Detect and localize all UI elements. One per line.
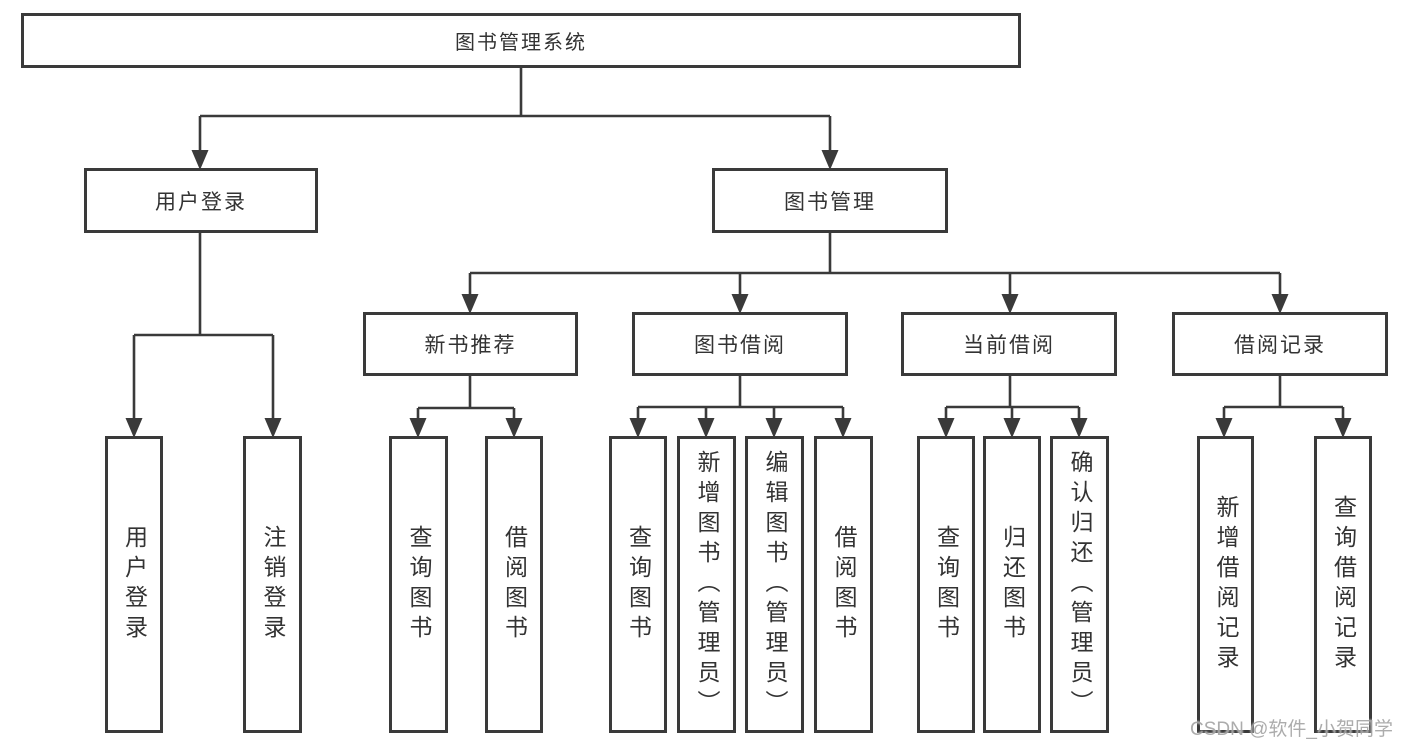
leaf-user-login: 用户登录 [105,436,163,733]
connector-line [1222,374,1345,420]
leaf-borrow-books-1: 借阅图书 [485,436,543,733]
connector-book-management [461,231,1289,314]
node-current-borrow: 当前借阅 [901,312,1117,376]
connector-line [198,66,832,152]
connector-new-book [409,374,523,438]
arrowhead [1215,418,1352,438]
leaf-label: 查询图书 [625,524,652,645]
node-user-login: 用户登录 [84,168,318,233]
node-label: 图书借阅 [694,334,786,357]
leaf-query-borrow-record: 查询借阅记录 [1314,436,1372,733]
leaf-label: 用户登录 [121,524,148,645]
connector-root [191,66,839,170]
node-label: 新书推荐 [424,334,517,357]
connector-line [132,231,275,420]
leaf-label: 借阅图书 [501,524,528,645]
node-library-management-system: 图书管理系统 [21,13,1021,68]
node-book-management: 图书管理 [712,168,948,233]
node-label: 用户登录 [155,190,247,214]
connector-line [636,374,845,420]
arrowhead [125,418,282,438]
arrowhead [191,150,839,170]
leaf-label: 新增借阅记录 [1213,494,1239,675]
connector-user-login [125,231,282,438]
node-new-book-recommend: 新书推荐 [363,312,578,376]
leaf-label: 查询图书 [406,524,432,645]
leaf-label: 借阅图书 [831,524,857,645]
node-borrow-records: 借阅记录 [1172,312,1388,376]
leaf-return-book: 归还图书 [983,436,1041,733]
leaf-logout: 注销登录 [243,436,302,733]
leaf-label: 查询借阅记录 [1330,494,1357,675]
node-label: 图书管理系统 [455,32,587,54]
connector-current-borrow [937,374,1088,438]
csdn-watermark: CSDN @软件_小贺同学 [1190,719,1393,740]
arrowhead [629,418,852,438]
arrowhead [461,294,1289,314]
leaf-query-books-1: 查询图书 [389,436,448,733]
leaf-query-books-3: 查询图书 [917,436,975,733]
connector-borrow-records [1215,374,1352,438]
node-book-borrow: 图书借阅 [632,312,848,376]
connector-book-borrow [629,374,852,438]
connector-line [944,374,1081,420]
connector-line [468,231,1282,296]
leaf-add-borrow-record: 新增借阅记录 [1197,436,1254,733]
node-label: 借阅记录 [1234,334,1326,357]
leaf-label: 确认归还（管理员） [1067,449,1093,720]
leaf-label: 注销登录 [260,524,286,645]
leaf-label: 归还图书 [999,524,1026,645]
node-label: 当前借阅 [963,334,1055,357]
node-label: 图书管理 [784,190,876,214]
leaf-query-books-2: 查询图书 [609,436,667,733]
leaf-confirm-return-admin: 确认归还（管理员） [1050,436,1109,733]
leaf-label: 编辑图书（管理员） [762,449,788,720]
connector-line [416,374,516,420]
leaf-label: 查询图书 [933,524,960,645]
arrowhead [937,418,1088,438]
leaf-label: 新增图书（管理员） [694,449,720,720]
arrowhead [409,418,523,438]
leaf-add-book-admin: 新增图书（管理员） [677,436,736,733]
leaf-borrow-books-2: 借阅图书 [814,436,873,733]
leaf-edit-book-admin: 编辑图书（管理员） [745,436,804,733]
